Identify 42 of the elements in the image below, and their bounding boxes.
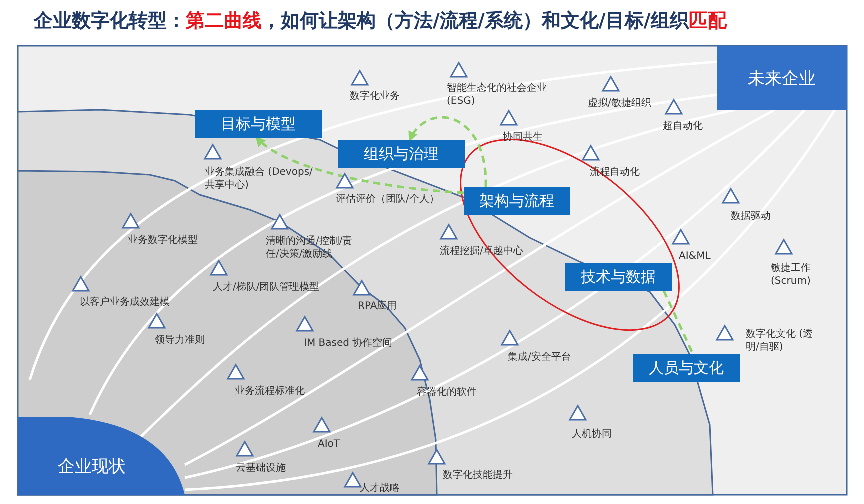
milestone-label: 超自动化: [663, 120, 703, 133]
milestone-label: 数字化业务: [350, 90, 400, 103]
milestone-label: 业务数字化模型: [128, 234, 198, 247]
milestone-label: 数字化文化 (透明/自驱): [746, 328, 814, 354]
arrow: [408, 116, 488, 188]
milestone-label: AIoT: [318, 438, 340, 451]
milestone-label: IM Based 协作空间: [304, 337, 393, 350]
label-box: [565, 263, 672, 291]
box-label: 企业现状: [58, 456, 126, 478]
milestone-label: 容器化的软件: [417, 386, 477, 399]
box-label: 技术与数据: [581, 268, 656, 286]
box-label: 组织与治理: [364, 144, 439, 164]
milestone-label: 人才战略: [360, 482, 400, 495]
milestone-label: 数据驱动: [731, 210, 771, 223]
milestone-label: 云基础设施: [236, 462, 286, 475]
milestone-label: 业务集成融合 (Devops/共享中心): [205, 166, 314, 192]
milestone-label: 虚拟/敏捷组织: [588, 97, 652, 110]
title: 企业数字化转型：第二曲线，如何让架构（方法/流程/系统）和文化/目标/组织匹配: [34, 9, 727, 34]
milestone-label: 业务流程标准化: [235, 385, 305, 398]
box-label: 人员与文化: [649, 358, 724, 378]
milestone-label: 敏捷工作 (Scrum): [771, 262, 812, 288]
milestone-label: 智能生态化的社会企业 (ESG): [447, 82, 548, 108]
box-label: 目标与模型: [221, 114, 296, 134]
label-box: [195, 110, 322, 138]
milestone-label: AI&ML: [679, 250, 711, 263]
milestone-label: 评估评价（团队/个人）: [336, 193, 440, 206]
milestone-label: 数字化技能提升: [443, 469, 513, 482]
label-box: [464, 187, 570, 215]
milestone-label: 人才/梯队/团队管理模型: [213, 281, 320, 294]
milestone-label: 人机协同: [572, 428, 612, 441]
milestone-label: 以客户业务成效建模: [80, 296, 170, 309]
box-label: 未来企业: [748, 68, 816, 90]
target-box: [717, 46, 847, 110]
arrow: [256, 136, 464, 194]
milestone-label: 流程自动化: [590, 166, 640, 179]
milestone-label: 集成/安全平台: [508, 351, 572, 364]
milestone-label: 领导力准则: [155, 334, 205, 347]
milestone-label: RPA应用: [358, 300, 398, 313]
box-label: 架构与流程: [480, 192, 554, 210]
label-box: [633, 354, 740, 382]
current-state-shape: [18, 417, 185, 495]
label-box: [338, 140, 465, 168]
